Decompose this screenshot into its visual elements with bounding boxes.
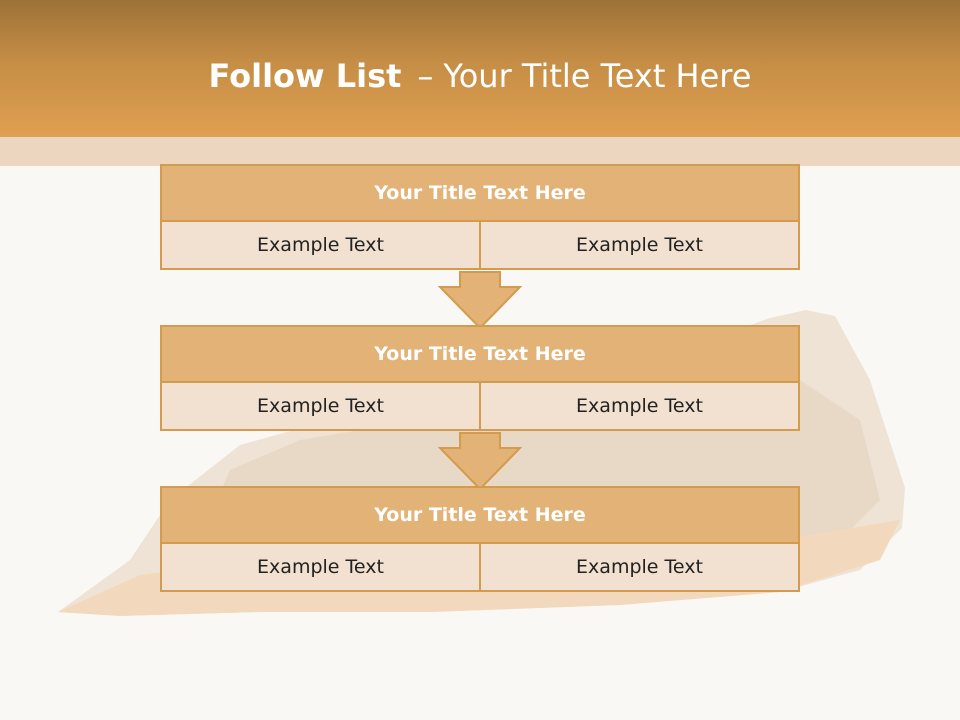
step-2-cell-left: Example Text	[257, 395, 384, 417]
title-dash: –	[417, 57, 434, 95]
step-2-title: Your Title Text Here	[162, 327, 798, 383]
step-1-title: Your Title Text Here	[162, 166, 798, 222]
step-box-1: Your Title Text Here Example Text Exampl…	[160, 164, 800, 270]
down-arrow-icon	[438, 271, 522, 330]
step-box-3: Your Title Text Here Example Text Exampl…	[160, 486, 800, 592]
step-box-2: Your Title Text Here Example Text Exampl…	[160, 325, 800, 431]
header-band	[0, 137, 960, 166]
title-rest-part: Your Title Text Here	[443, 57, 752, 95]
step-3-title: Your Title Text Here	[162, 488, 798, 544]
step-2-cell-right: Example Text	[479, 383, 798, 429]
slide-title: Follow List–Your Title Text Here	[0, 54, 960, 98]
step-3-cell-left: Example Text	[257, 556, 384, 578]
title-bold-part: Follow List	[208, 57, 402, 95]
header-bar	[0, 0, 960, 137]
step-1-cell-left: Example Text	[257, 234, 384, 256]
down-arrow-icon	[438, 432, 522, 491]
step-1-cell-right: Example Text	[479, 222, 798, 268]
step-3-cell-right: Example Text	[479, 544, 798, 590]
